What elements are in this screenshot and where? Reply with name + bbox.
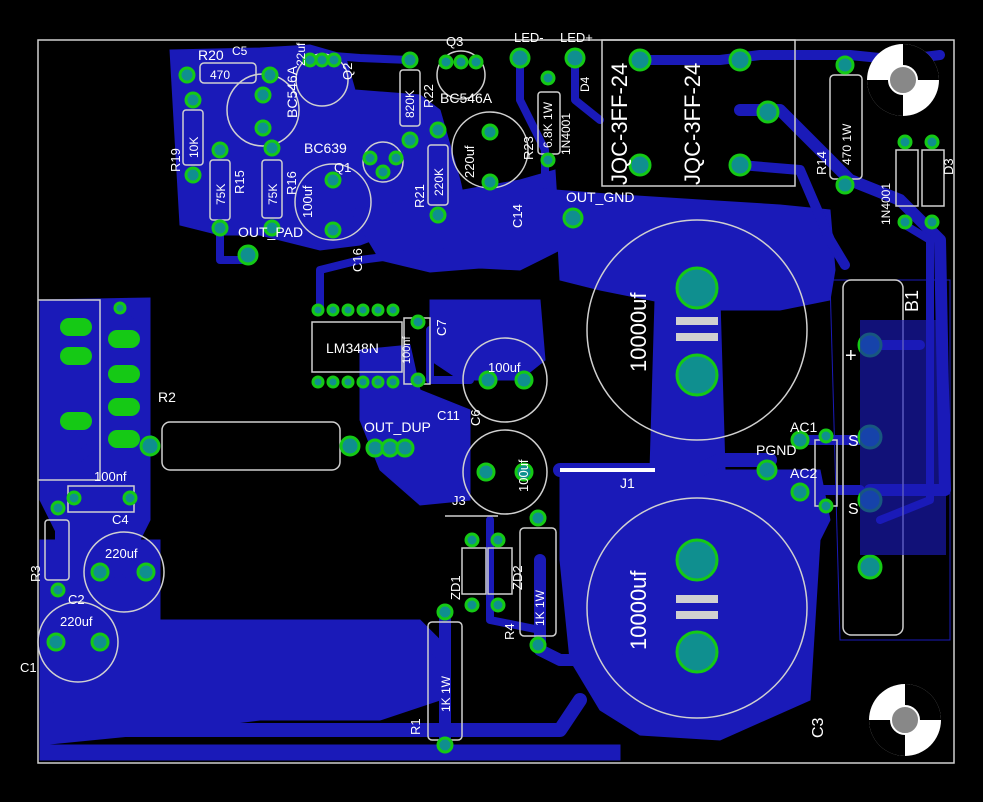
label-d3: D3 (941, 158, 956, 175)
label-c7-value: 100nf (401, 336, 413, 364)
label-d4: D4 (578, 76, 592, 92)
label-b1-ac-a: S (848, 433, 859, 450)
label-ac1: AC1 (790, 419, 817, 435)
label-zd2: ZD2 (510, 565, 525, 590)
label-r22-value: 820K (403, 90, 417, 118)
label-r2: R2 (158, 389, 176, 405)
label-r20: R20 (198, 47, 224, 63)
label-c6-value: 100uf (516, 459, 531, 492)
label-r14: R14 (814, 151, 829, 175)
label-r19: R19 (168, 148, 183, 172)
label-j1: J1 (620, 475, 635, 491)
label-out-dup: OUT_DUP (364, 419, 431, 435)
traces (53, 50, 951, 746)
label-r21-value: 220K (432, 168, 446, 196)
label-out-pad: OUT_PAD (238, 224, 303, 240)
label-r19-value: 10K (187, 137, 201, 158)
label-c5-value: 22uf (294, 42, 308, 66)
label-zd1: ZD1 (448, 575, 463, 600)
label-r3: R3 (28, 565, 43, 582)
label-r1-value: 1K 1W (439, 675, 453, 712)
label-q1: Q1 (334, 160, 351, 175)
capacitor-c3-bottom-outline (586, 497, 808, 719)
label-r16-value: 75K (266, 184, 280, 205)
label-q2: Q2 (340, 63, 355, 80)
label-c3: C3 (810, 717, 827, 738)
relay-outline (601, 39, 796, 187)
label-relay-a: JQC-3FF-24 (607, 63, 632, 185)
label-r22: R22 (421, 84, 436, 108)
mounting-holes (867, 44, 941, 756)
label-c16-value: 100uf (300, 185, 315, 218)
label-c2: C2 (68, 592, 85, 607)
label-j3: J3 (452, 493, 466, 508)
label-led-minus: LED- (514, 30, 544, 45)
label-c5: C5 (232, 44, 248, 58)
label-d-part: 1N4001 (879, 183, 893, 225)
label-b1-ac-b: S (848, 501, 859, 518)
label-q3: Q3 (446, 34, 463, 49)
silk-labels: R20 470 C5 22uf BC546A Q2 Q3 BC546A LED-… (20, 30, 956, 738)
label-c1-value: 220uf (60, 614, 93, 629)
label-c2-value: 220uf (105, 546, 138, 561)
label-c4-value: 100nf (94, 469, 127, 484)
label-relay-b: JQC-3FF-24 (680, 63, 705, 185)
label-ic: LM348N (326, 340, 379, 356)
label-c7: C7 (434, 319, 449, 336)
label-c3-top-value: 10000uf (626, 292, 651, 372)
label-r23-value: 6.8K 1W (541, 101, 555, 148)
label-r20-value: 470 (210, 68, 230, 82)
label-q3-part: BC546A (440, 90, 493, 106)
label-r21: R21 (412, 184, 427, 208)
label-pgnd: PGND (756, 442, 796, 458)
label-r14-value: 470 1W (840, 123, 854, 165)
label-b1: B1 (902, 290, 922, 312)
capacitor-c3-top-outline (586, 219, 808, 441)
label-c11-value: 100uf (488, 360, 521, 375)
cap-symbols (676, 317, 946, 619)
label-r15-value: 75K (214, 184, 228, 205)
label-c4: C4 (112, 512, 129, 527)
label-c6: C6 (468, 409, 483, 426)
label-c14: C14 (510, 204, 525, 228)
label-r16: R16 (284, 171, 299, 195)
connector-pads (60, 318, 140, 448)
label-b1-plus: + (845, 345, 857, 367)
label-r4: R4 (502, 623, 517, 640)
label-q2-part: BC546A (284, 65, 300, 118)
label-r4-value: 1K 1W (533, 589, 547, 626)
label-r1: R1 (408, 718, 423, 735)
label-c16: C16 (350, 248, 365, 272)
label-r15: R15 (232, 170, 247, 194)
board-outline (37, 39, 955, 764)
label-q1-part: BC639 (304, 140, 347, 156)
label-c1: C1 (20, 660, 37, 675)
label-c3-bottom-value: 10000uf (626, 570, 651, 650)
label-led-plus: LED+ (560, 30, 593, 45)
label-ac2: AC2 (790, 465, 817, 481)
label-r23: R23 (521, 136, 536, 160)
label-c11: C11 (437, 408, 460, 423)
label-out-gnd: OUT_GND (566, 189, 634, 205)
ic-outline (311, 321, 403, 373)
label-d4-part: 1N4001 (559, 113, 573, 155)
label-c14-value: 220uf (462, 145, 477, 178)
